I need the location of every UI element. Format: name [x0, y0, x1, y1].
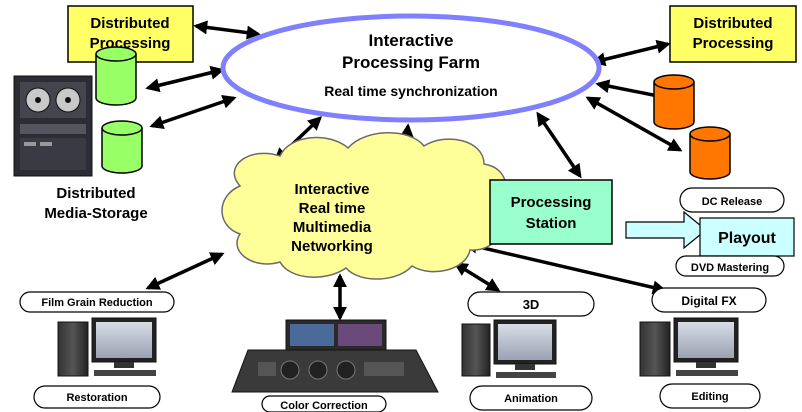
network-line2: Real time [299, 200, 366, 217]
playout-box [699, 217, 795, 257]
network-line1: Interactive [294, 181, 369, 198]
dvd-mastering-label: DVD Mastering [691, 262, 769, 274]
animation-pill [469, 385, 593, 411]
distributed-processing-right-box: Distributed Processing [669, 5, 797, 63]
storage-cylinder-icon [95, 46, 137, 106]
processing-farm-ellipse [220, 13, 602, 123]
editing-label: Editing [691, 391, 728, 403]
arrow-storage-top-to-farm [145, 65, 225, 93]
digital-fx-label: Digital FX [681, 294, 736, 308]
restoration-pill [33, 385, 161, 409]
network-line3: Multimedia [293, 219, 372, 236]
workstation-3d: 3D Animation [461, 291, 595, 411]
3d-pill [467, 291, 595, 317]
computer-icon [461, 319, 557, 378]
arrow-cloud-to-3d [453, 262, 501, 292]
distributed-processing-right-line2: Processing [693, 35, 774, 52]
arrow-storage-bottom-to-farm [149, 94, 237, 130]
media-storage-label-line1: Distributed [56, 185, 135, 202]
color-correction-label: Color Correction [280, 400, 368, 412]
restoration-label: Restoration [66, 392, 127, 404]
processing-farm: Interactive Processing Farm Real time sy… [220, 13, 602, 123]
arrow-farm-to-orange-bottom [585, 96, 683, 152]
arrow-left-processing-to-farm [193, 20, 261, 40]
dc-release-label: DC Release [702, 196, 763, 208]
output-options: DC Release Playout DVD Mastering [675, 187, 795, 277]
workstation-digital-fx: Digital FX Editing [639, 287, 767, 409]
dvd-mastering-pill [675, 255, 785, 277]
animation-label: Animation [504, 393, 558, 405]
distributed-processing-right-line1: Distributed [693, 15, 772, 32]
processing-station-line1: Processing [511, 194, 592, 211]
storage-cylinder-icon [101, 120, 143, 174]
color-console-icon [231, 319, 439, 393]
distributed-processing-left-line1: Distributed [90, 15, 169, 32]
storage-cylinder-icon [689, 126, 731, 180]
editing-pill [659, 383, 761, 409]
media-storage-machine-icon [13, 75, 93, 177]
dc-release-pill [679, 187, 785, 213]
arrow-farm-to-right-processing [591, 39, 671, 67]
3d-label: 3D [523, 297, 540, 312]
workstation-color-correction: Color Correction [231, 319, 439, 412]
workstation-film-grain: Film Grain Reduction Restoration [19, 291, 175, 409]
processing-station-box: Processing Station [489, 179, 613, 245]
film-grain-pill [19, 291, 175, 313]
film-grain-label: Film Grain Reduction [41, 297, 153, 309]
processing-station-line2: Station [526, 215, 577, 232]
color-correction-pill [261, 395, 387, 412]
digital-fx-pill [651, 287, 767, 313]
processing-farm-subtitle: Real time synchronization [324, 83, 497, 99]
processing-farm-title-line2: Processing Farm [342, 53, 480, 72]
playout-label: Playout [718, 230, 776, 247]
network-line4: Networking [291, 238, 373, 255]
orange-storage-cylinders [653, 74, 731, 180]
processing-station-bg [489, 179, 613, 245]
arrow-farm-to-station [536, 111, 582, 179]
distributed-processing-right-bg [669, 5, 797, 63]
arrow-cloud-to-film-grain [145, 252, 225, 290]
storage-cylinder-icon [653, 74, 695, 130]
media-storage-label-line2: Media-Storage [44, 205, 147, 222]
connection-arrows [145, 20, 683, 321]
hollow-arrow-icon [625, 210, 707, 250]
processing-farm-title-line1: Interactive [368, 31, 453, 50]
computer-icon [57, 317, 157, 377]
computer-icon [639, 317, 739, 377]
network-cloud: Interactive Real time Multimedia Network… [221, 132, 507, 280]
green-storage-cylinders [95, 46, 143, 174]
arrow-cloud-to-digital-fx [463, 239, 667, 295]
